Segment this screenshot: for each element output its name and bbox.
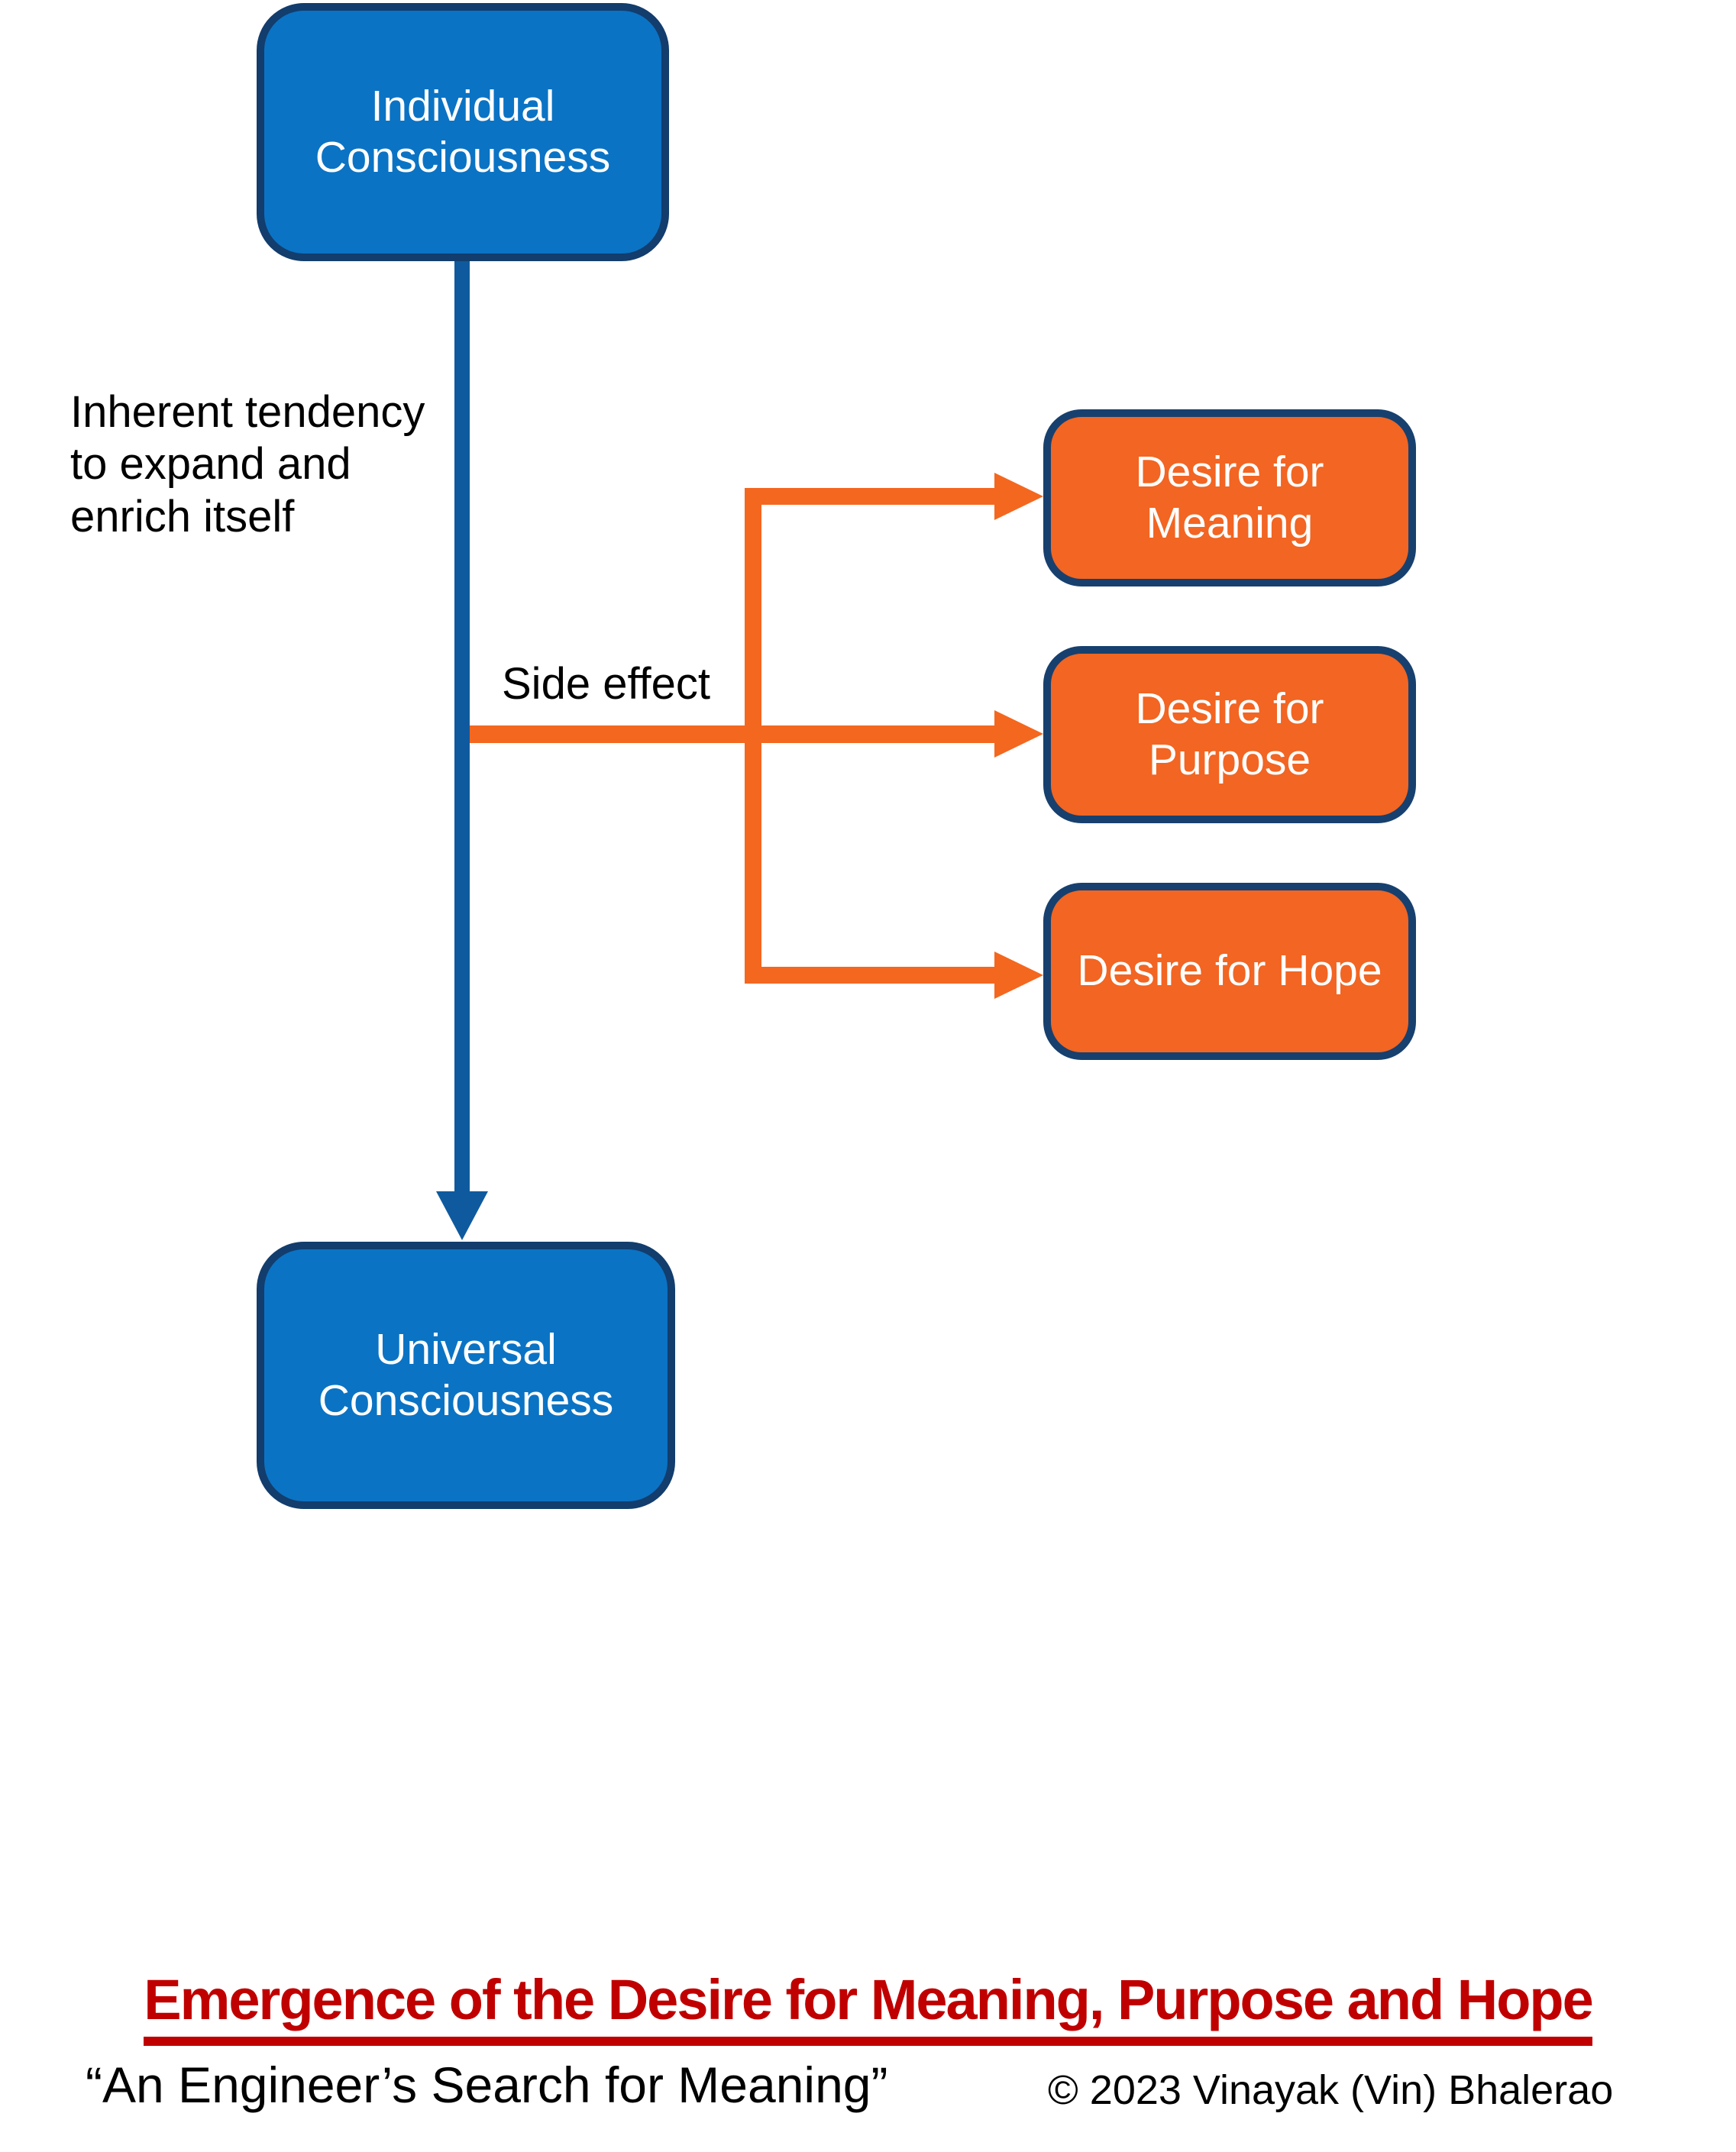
node-individual-consciousness-label: Individual Consciousness	[315, 81, 611, 182]
title-row: Emergence of the Desire for Meaning, Pur…	[0, 1967, 1736, 2046]
side-effect-line-vertical	[745, 488, 761, 984]
arrow-right-icon-meaning	[994, 473, 1043, 520]
footer-quote: “An Engineer’s Search for Meaning”	[86, 2057, 888, 2113]
side-effect-branch-bottom	[745, 967, 994, 984]
node-desire-for-hope-label: Desire for Hope	[1077, 946, 1382, 996]
node-individual-consciousness: Individual Consciousness	[257, 3, 669, 261]
main-arrow-down-icon	[436, 1191, 488, 1240]
side-effect-branch-top	[745, 488, 994, 505]
arrow-right-icon-hope	[994, 952, 1043, 999]
node-desire-for-purpose: Desire for Purpose	[1043, 646, 1416, 823]
edge-label-inherent-tendency: Inherent tendency to expand and enrich i…	[70, 387, 425, 541]
node-desire-for-purpose-label: Desire for Purpose	[1135, 683, 1324, 784]
node-desire-for-meaning-label: Desire for Meaning	[1135, 447, 1324, 548]
node-desire-for-meaning: Desire for Meaning	[1043, 409, 1416, 586]
node-universal-consciousness-label: Universal Consciousness	[318, 1324, 614, 1425]
edge-label-side-effect: Side effect	[502, 659, 711, 709]
side-effect-line-main	[470, 725, 994, 743]
footer-copyright: © 2023 Vinayak (Vin) Bhalerao	[1048, 2067, 1614, 2113]
page-title: Emergence of the Desire for Meaning, Pur…	[144, 1967, 1594, 2046]
arrow-right-icon-purpose	[994, 710, 1043, 758]
main-arrow-shaft	[454, 261, 470, 1191]
node-desire-for-hope: Desire for Hope	[1043, 883, 1416, 1060]
node-universal-consciousness: Universal Consciousness	[257, 1242, 675, 1509]
